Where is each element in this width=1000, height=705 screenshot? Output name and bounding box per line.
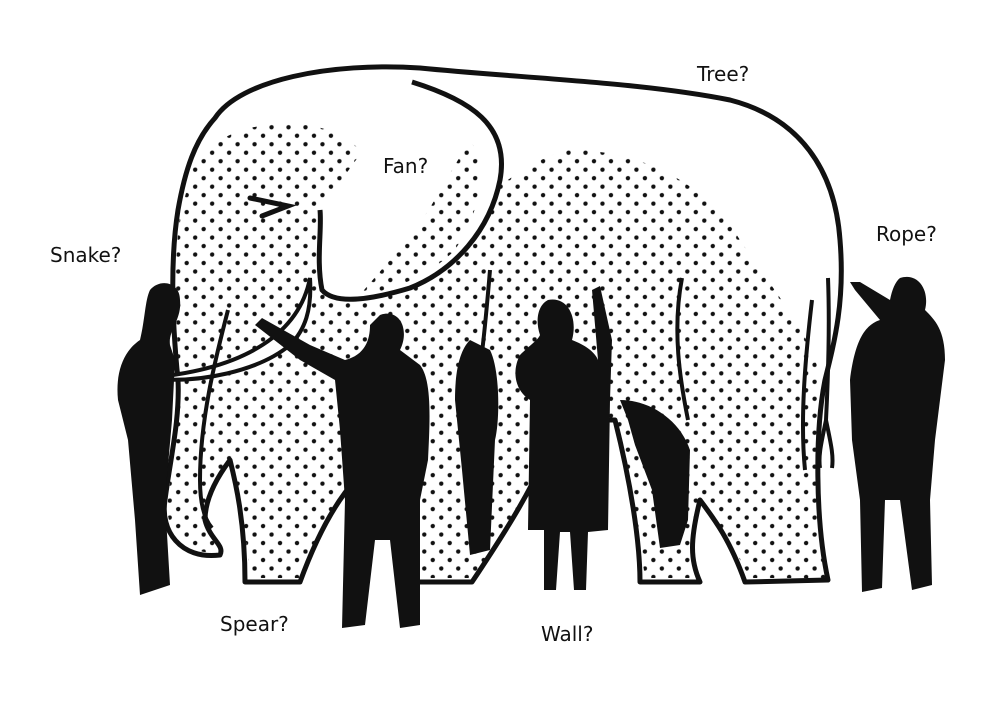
person-bending bbox=[620, 400, 690, 548]
person-tusk bbox=[255, 313, 430, 628]
person-tail bbox=[850, 276, 945, 592]
label-fan: Fan? bbox=[383, 154, 429, 178]
person-wall bbox=[515, 286, 612, 590]
elephant-eye bbox=[247, 195, 297, 219]
ear-dot-shading bbox=[360, 140, 481, 295]
elephant-trunk-edge bbox=[197, 309, 230, 530]
leg-line-2 bbox=[675, 277, 690, 421]
label-spear: Spear? bbox=[220, 612, 289, 636]
label-tree: Tree? bbox=[697, 62, 750, 86]
elephant-tail bbox=[817, 277, 835, 469]
people-silhouettes bbox=[117, 276, 945, 628]
label-snake: Snake? bbox=[50, 243, 122, 267]
label-wall: Wall? bbox=[541, 622, 594, 646]
person-leg-middle bbox=[455, 340, 499, 555]
person-trunk bbox=[117, 283, 181, 595]
leg-line-3 bbox=[800, 299, 814, 471]
label-rope: Rope? bbox=[876, 222, 937, 246]
